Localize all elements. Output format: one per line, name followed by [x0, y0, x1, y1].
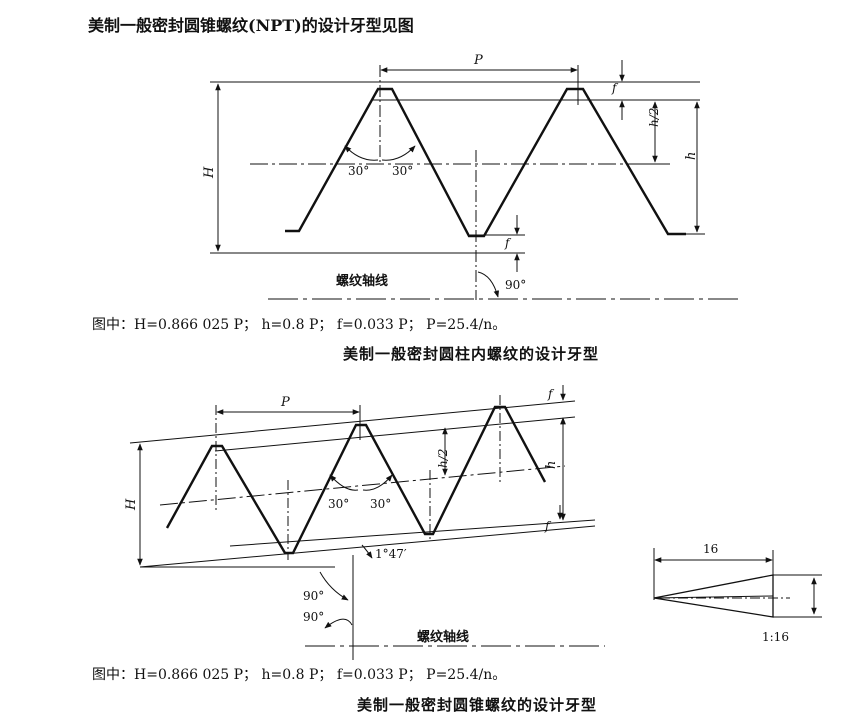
figure1-formula: 图中：H=0.866 025 P； h=0.8 P； f=0.033 P； P=…	[92, 317, 507, 333]
taper-ratio-label: 1:16	[762, 630, 789, 644]
fig2-label-axis: 螺纹轴线	[417, 629, 469, 645]
fig1-label-p: P	[473, 53, 483, 68]
taper-length-label: 16	[703, 542, 718, 556]
fig1-label-h-half: h/2	[647, 108, 661, 127]
fig2-label-f-top: f	[547, 387, 555, 401]
figure1-labels: P f h/2 h H 30° 30° f 90° 螺纹轴线	[202, 53, 699, 292]
figure1-caption: 美制一般密封圆柱内螺纹的设计牙型	[343, 345, 600, 363]
fig2-label-cap-h: H	[124, 498, 139, 511]
intro-text: 美制一般密封圆锥螺纹(NPT)的设计牙型见图	[88, 16, 414, 35]
fig1-label-axis: 螺纹轴线	[336, 273, 388, 289]
fig2-label-f-bottom: f	[544, 519, 552, 533]
figure2-diagram	[129, 385, 605, 660]
fig1-label-cap-h: H	[202, 166, 217, 179]
figure2-labels: P f h/2 h H 30° 30° f 1°47′ 90° 90° 螺纹轴线	[124, 387, 559, 645]
fig1-label-angle-left: 30°	[348, 164, 369, 178]
taper-inset-labels: 16 1:16	[703, 542, 789, 644]
fig2-label-h: h	[544, 461, 559, 469]
fig2-label-p: P	[280, 395, 290, 410]
taper-inset-diagram	[653, 548, 822, 618]
fig2-label-angle-right: 30°	[370, 497, 391, 511]
fig2-label-h-half: h/2	[436, 449, 450, 468]
figure2-caption: 美制一般密封圆锥螺纹的设计牙型	[357, 696, 598, 714]
figure2-formula: 图中：H=0.866 025 P； h=0.8 P； f=0.033 P； P=…	[92, 667, 507, 683]
fig2-label-90-b: 90°	[303, 610, 324, 624]
fig2-label-angle-left: 30°	[328, 497, 349, 511]
fig1-label-f-top: f	[611, 81, 619, 95]
fig1-label-angle-right: 30°	[392, 164, 413, 178]
fig1-label-h: h	[684, 152, 699, 160]
fig1-label-f-bottom: f	[504, 236, 512, 250]
fig1-label-90: 90°	[505, 278, 526, 292]
fig2-label-taper-angle: 1°47′	[375, 547, 407, 561]
fig2-label-90-a: 90°	[303, 589, 324, 603]
figure1-diagram	[210, 60, 740, 300]
